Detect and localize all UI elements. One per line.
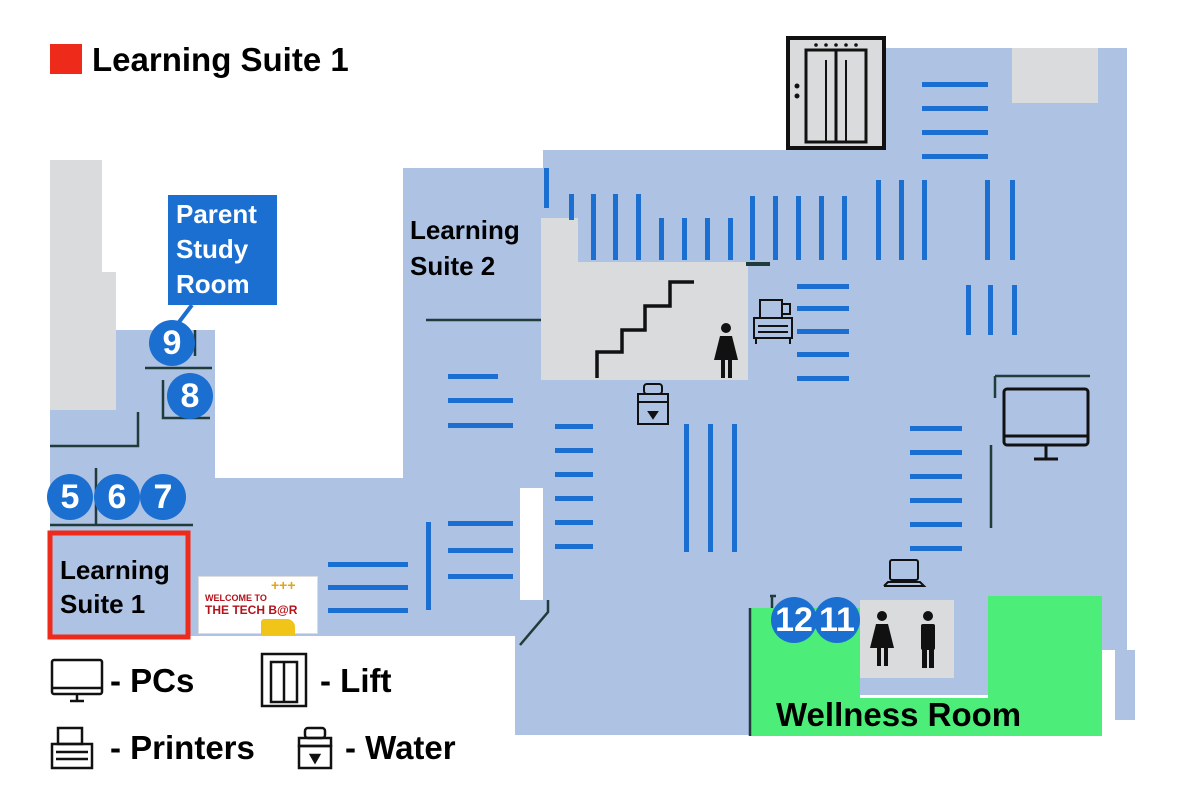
printer-icon: [753, 299, 793, 344]
room-marker-12[interactable]: 12: [771, 597, 817, 643]
male-toilet-icon: [921, 611, 935, 668]
legend-water-icon: [297, 726, 333, 770]
legend-lift-label: - Lift: [320, 662, 392, 699]
room-marker-11[interactable]: 11: [814, 597, 860, 643]
title-color-swatch: [50, 44, 82, 74]
legend-printers-label: - Printers: [110, 729, 255, 766]
grey-blocks: [50, 48, 1098, 410]
pc-icon: [1002, 387, 1090, 461]
room-marker-6[interactable]: 6: [94, 474, 140, 520]
tech-bar-line-1: WELCOME TO: [205, 593, 267, 603]
learning-suite-1-label[interactable]: Learning Suite 1: [60, 553, 170, 621]
water-icon: [637, 383, 669, 425]
stair-toilet-icon: [714, 323, 738, 378]
learning-suite-1-line-1: Learning: [60, 555, 170, 585]
legend-lift-icon: [260, 652, 308, 708]
bookshelves: [328, 82, 1017, 613]
legend-water-label: - Water: [345, 729, 456, 766]
parent-study-room-line-1: Parent: [176, 199, 257, 229]
room-marker-7[interactable]: 7: [140, 474, 186, 520]
room-marker-8[interactable]: 8: [167, 373, 213, 419]
parent-study-room-label[interactable]: Parent Study Room: [168, 195, 277, 305]
laptop-icon: [883, 559, 927, 587]
stairwell: [541, 218, 770, 380]
female-toilet-icon: [870, 611, 894, 666]
legend-printer-icon: [50, 726, 94, 770]
learning-suite-1-line-2: Suite 1: [60, 589, 146, 619]
tech-bar-decoration: +++: [271, 577, 296, 593]
room-marker-5[interactable]: 5: [47, 474, 93, 520]
tech-bar-sign[interactable]: +++ WELCOME TO THE TECH B@R: [198, 576, 318, 635]
tech-bar-line-2: THE TECH B@R: [205, 603, 298, 617]
wellness-room-label[interactable]: Wellness Room: [776, 696, 1022, 733]
tech-bar-graphic: [261, 619, 295, 635]
legend-pc-icon: [50, 658, 104, 703]
legend-pcs-label: - PCs: [110, 662, 195, 699]
learning-suite-1-highlight[interactable]: [47, 530, 191, 640]
parent-study-room-line-2: Study: [176, 234, 249, 264]
learning-suite-2-line-2: Suite 2: [410, 251, 496, 281]
lift: [786, 36, 886, 150]
parent-study-room-line-3: Room: [176, 269, 250, 299]
learning-suite-2-label[interactable]: Learning Suite 2: [410, 212, 520, 284]
page-title: Learning Suite 1: [92, 41, 349, 78]
room-marker-9[interactable]: 9: [149, 320, 195, 366]
learning-suite-2-line-1: Learning: [410, 215, 520, 245]
toilets: [860, 600, 954, 678]
